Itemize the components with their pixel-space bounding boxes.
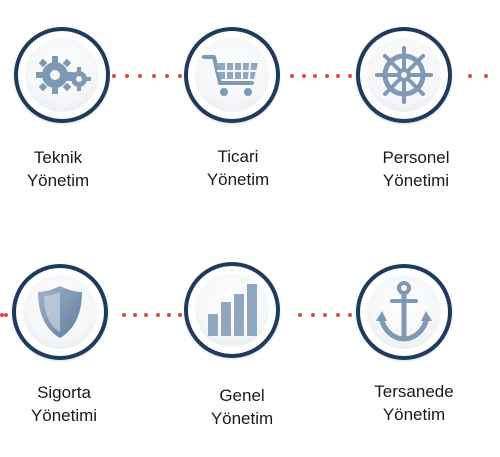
label-line: Genel [219, 386, 265, 405]
node-genel[interactable] [184, 262, 280, 358]
connector-dots [112, 74, 182, 78]
node-sigorta[interactable] [12, 264, 108, 360]
shield-icon [38, 286, 82, 338]
node-ticari[interactable] [184, 27, 280, 123]
bar-chart-icon [208, 284, 257, 336]
connector-dots [0, 313, 8, 317]
node-tersanede[interactable] [356, 264, 452, 360]
label-line: Personel [382, 148, 450, 167]
connector-dots [290, 74, 352, 78]
ship-wheel-icon [375, 46, 433, 104]
label-line: Tersanede [374, 382, 454, 401]
label-line: Yönetimi [30, 406, 98, 425]
node-label: Personel Yönetimi [356, 146, 476, 192]
label-line: Yönetimi [382, 171, 450, 190]
connector-dots [298, 313, 352, 317]
node-label: Teknik Yönetim [0, 146, 118, 192]
node-label: Tersanede Yönetim [354, 380, 474, 426]
label-line: Yönetim [206, 170, 270, 189]
label-line: Teknik [33, 148, 83, 167]
connector-dots [122, 313, 182, 317]
node-personel[interactable] [356, 27, 452, 123]
label-line: Sigorta [37, 383, 91, 402]
node-label: Sigorta Yönetimi [4, 381, 124, 427]
label-line: Yönetim [382, 405, 446, 424]
node-teknik[interactable] [14, 27, 110, 123]
connector-dots [468, 74, 488, 78]
label-line: Ticari [217, 147, 259, 166]
node-label: Genel Yönetim [182, 384, 302, 430]
shopping-cart-icon [202, 55, 258, 96]
gears-icon [36, 56, 91, 94]
anchor-icon [376, 281, 432, 342]
node-label: Ticari Yönetim [178, 145, 298, 191]
label-line: Yönetim [210, 409, 274, 428]
label-line: Yönetim [26, 171, 90, 190]
